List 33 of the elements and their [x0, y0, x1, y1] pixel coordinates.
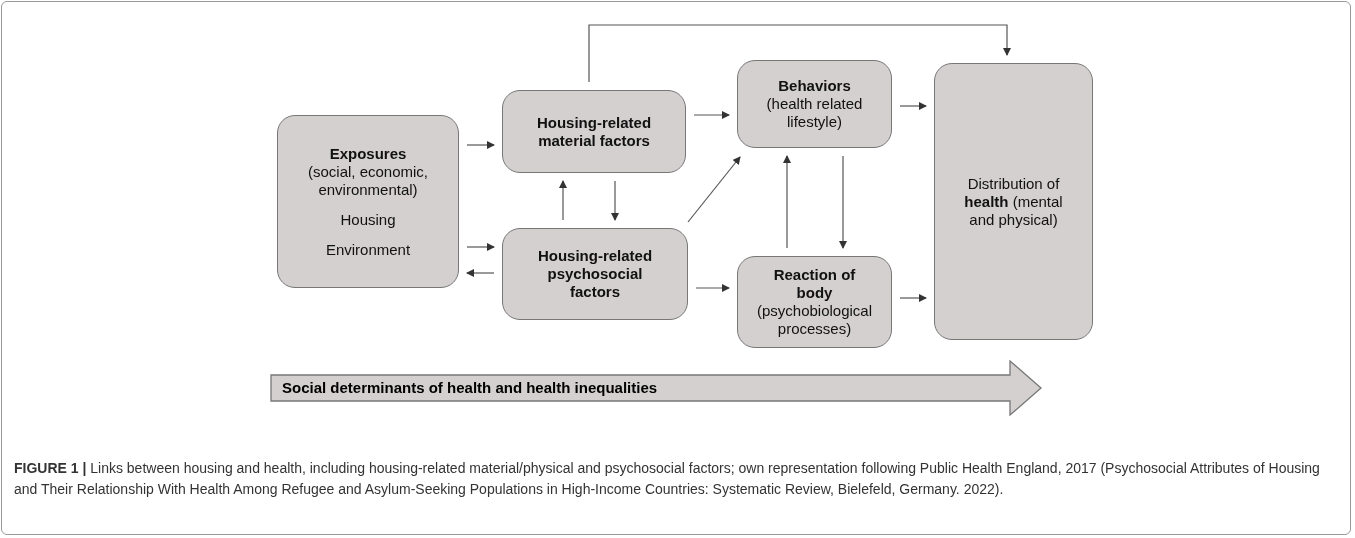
node-text: Environment	[325, 240, 411, 259]
node-subtext: (social, economic, environmental)	[306, 162, 429, 199]
arrow	[559, 180, 567, 221]
process-box	[737, 256, 892, 348]
arrow	[588, 24, 1011, 83]
arrow	[839, 155, 847, 249]
arrow	[693, 111, 730, 119]
node-heading: Reaction of body	[772, 266, 857, 302]
process-box	[737, 60, 892, 148]
node-text: Housing	[340, 210, 396, 229]
process-box	[502, 228, 688, 320]
band-label: Social determinants of health and health inequalities	[281, 377, 658, 398]
arrow	[695, 284, 730, 292]
arrow	[611, 180, 619, 221]
node-text: Housing-related material factors	[535, 113, 653, 150]
arrow	[899, 294, 927, 302]
node-heading: Behaviors	[777, 77, 852, 95]
node-heading: Exposures	[329, 144, 407, 163]
process-box	[502, 90, 686, 173]
arrow	[466, 141, 495, 149]
node-text: Distribution of health (mental and physical)	[963, 174, 1064, 229]
arrow	[687, 156, 741, 223]
node-text: Housing-related psychosocial factors	[536, 247, 654, 301]
arrow	[466, 243, 495, 251]
arrow	[466, 269, 495, 277]
node-text: (health related lifestyle)	[765, 95, 864, 131]
figure-caption: FIGURE 1 | Links between housing and health, including housing-related material/physical and psychosocial factors; own representation following Public Health England, 2017 (Psychosocial Attributes of Housing and Their Relationship With Health Among Refugee and Asylum-Seeking Populations in High-Income Countries: Systematic Review, Bielefeld, Germany. 2022).	[14, 459, 1321, 499]
process-box	[934, 63, 1093, 340]
node-text: (psychobiological processes)	[755, 302, 874, 338]
arrow-band	[270, 360, 1042, 416]
arrow	[899, 102, 927, 110]
process-box	[277, 115, 459, 288]
arrow	[783, 155, 791, 249]
